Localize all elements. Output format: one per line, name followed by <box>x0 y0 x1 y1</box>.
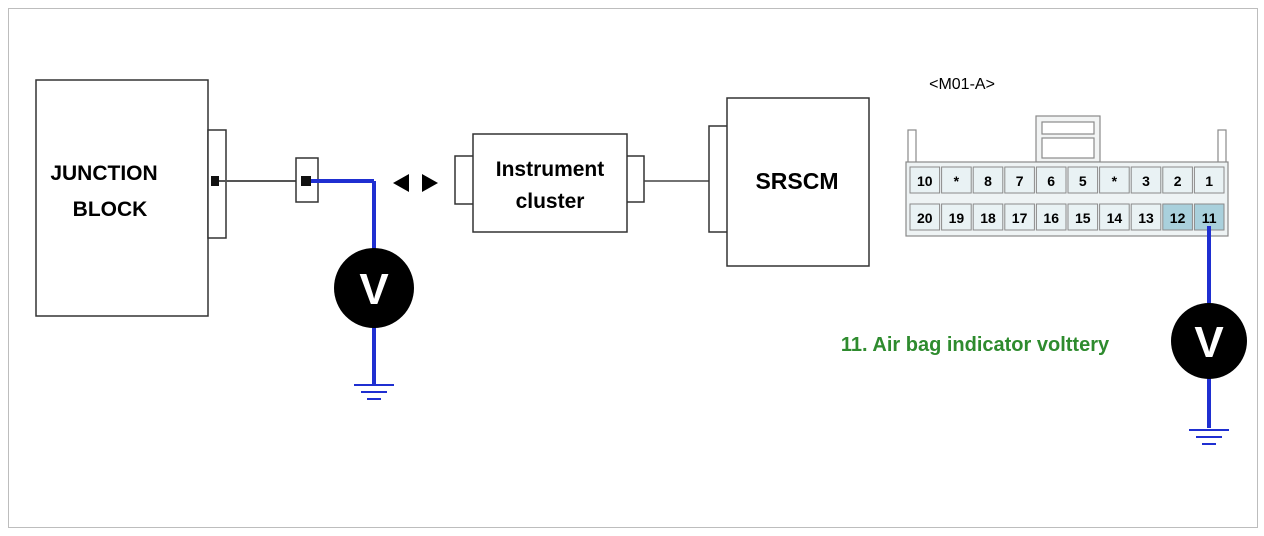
connector-pin-label: 3 <box>1142 173 1150 189</box>
ground-icon <box>354 384 394 400</box>
connector-pin <box>972 166 1004 194</box>
connector-pin-label: 18 <box>980 210 996 226</box>
connector-pin <box>1162 203 1193 231</box>
connector-pin <box>1099 203 1130 231</box>
connector-pin-label: 17 <box>1012 210 1028 226</box>
connector-title: <M01-A> <box>929 76 995 93</box>
connector-pin-label: * <box>954 173 960 189</box>
connector-pin <box>1004 166 1035 194</box>
voltmeter-left: V <box>334 248 414 328</box>
connector-pin <box>1162 166 1193 194</box>
junction-block-label-line2: BLOCK <box>73 198 148 221</box>
diagram-frame <box>8 8 1258 528</box>
connector-pin <box>1035 203 1067 231</box>
connector-pin-label: 15 <box>1075 210 1091 226</box>
connector-pin-label: 8 <box>984 173 992 189</box>
connector-pin <box>972 203 1004 231</box>
connector-pin <box>909 203 941 231</box>
voltmeter-left-symbol: V <box>359 265 389 314</box>
connector-pin-label: 11 <box>1202 210 1217 226</box>
double-arrow-icon <box>393 174 438 192</box>
connector-pin-label: 10 <box>917 173 933 189</box>
voltmeter-right: V <box>1171 303 1247 379</box>
connector-pin <box>941 166 972 194</box>
connector-pin-label: 6 <box>1047 173 1055 189</box>
srscm-module: SRSCM <box>708 97 870 267</box>
measurement-caption: 11. Air bag indicator volttery <box>841 334 1110 356</box>
connector-pin-label: 2 <box>1174 173 1182 189</box>
junction-block: JUNCTION BLOCK <box>35 79 227 317</box>
connector-pin <box>909 166 941 194</box>
srscm-label: SRSCM <box>755 168 838 194</box>
ground-icon <box>1189 429 1229 445</box>
connector-pin <box>1193 166 1225 194</box>
connector-pin <box>1067 203 1099 231</box>
connector-pin <box>1130 166 1162 194</box>
probe-wire-left <box>311 179 376 384</box>
connector-pin <box>1004 203 1035 231</box>
connector-pin-label: 14 <box>1107 210 1123 226</box>
connector-pin <box>1130 203 1162 231</box>
connector-pin-label: 1 <box>1205 173 1213 189</box>
connector-pin-label: 12 <box>1170 210 1186 226</box>
junction-block-label-line1: JUNCTION <box>50 162 157 185</box>
instrument-cluster-label-line2: cluster <box>516 190 585 213</box>
connector-pin-label: 13 <box>1138 210 1154 226</box>
connector-pin-label: 19 <box>949 210 965 226</box>
connector-pin <box>1067 166 1099 194</box>
connector-pin-label: 7 <box>1016 173 1024 189</box>
connector-pin <box>1099 166 1130 194</box>
connector-pin-label: * <box>1112 173 1118 189</box>
instrument-cluster-label-line1: Instrument <box>496 158 605 181</box>
connector-pin-label: 5 <box>1079 173 1087 189</box>
connector-pin-label: 20 <box>917 210 933 226</box>
connector-pin <box>1035 166 1067 194</box>
voltmeter-right-symbol: V <box>1194 318 1224 367</box>
connector-pin <box>941 203 972 231</box>
instrument-cluster: Instrument cluster <box>454 133 645 233</box>
connector-pin-label: 16 <box>1043 210 1059 226</box>
